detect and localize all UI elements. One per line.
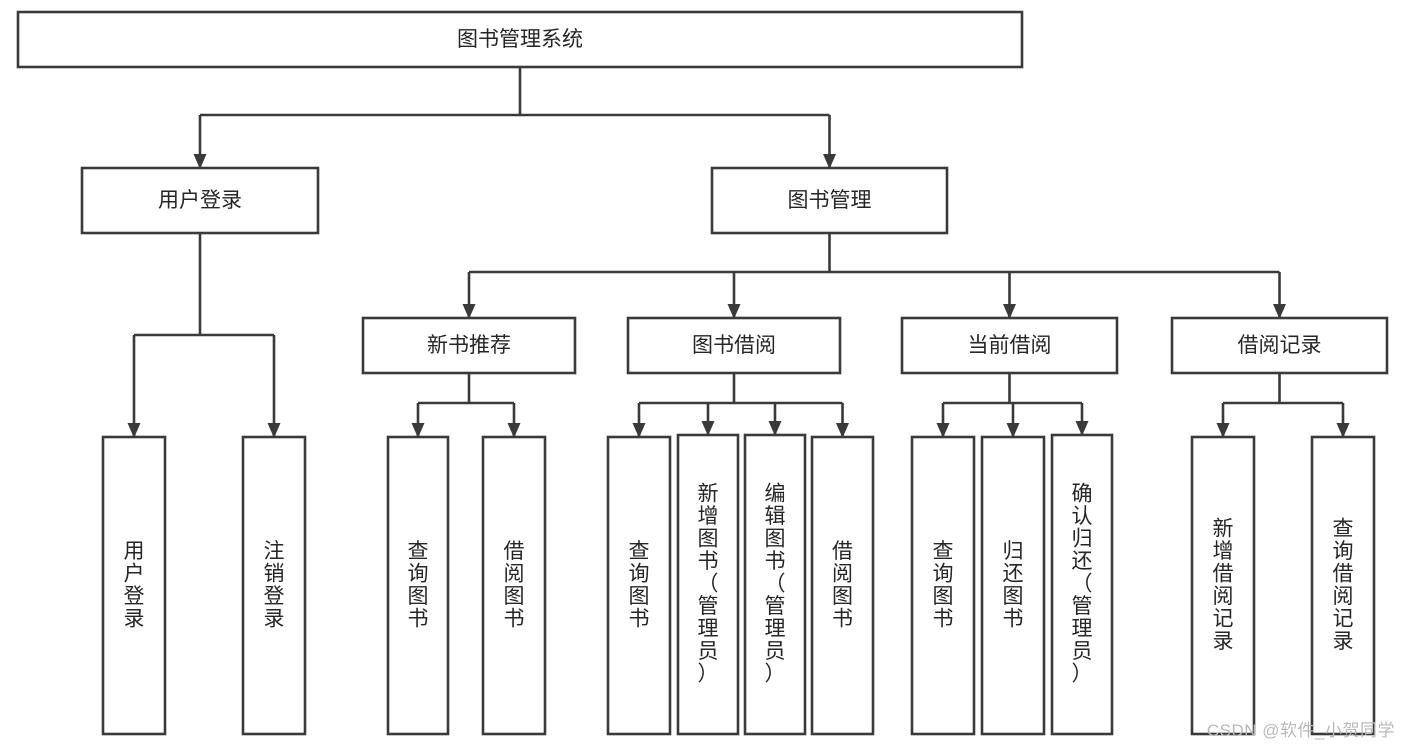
node-box-leaf-query-book-3[interactable]	[910, 435, 976, 736]
node-box-leaf-add-borrow-record[interactable]	[1190, 435, 1256, 736]
arrow-head-icon	[768, 421, 782, 436]
node-leaf-borrow-book-1[interactable]: 借阅图书	[481, 435, 547, 736]
node-leaf-query-borrow-record[interactable]: 查询借阅记录	[1310, 435, 1376, 736]
node-box-borrow-record[interactable]	[1170, 316, 1389, 375]
node-leaf-query-book-3[interactable]: 查询图书	[910, 435, 976, 736]
arrow-head-icon	[1273, 304, 1286, 319]
node-leaf-add-book[interactable]: 新增图书（管理员）	[676, 433, 740, 736]
node-label-leaf-query-book-1: 查询图书	[408, 539, 429, 630]
node-leaf-user-login[interactable]: 用户登录	[101, 435, 167, 736]
arrow-head-icon	[836, 423, 849, 438]
node-label-user-login: 用户登录	[158, 189, 242, 212]
node-label-leaf-add-book: 新增图书（管理员）	[698, 482, 719, 685]
node-borrow-record[interactable]: 借阅记录	[1170, 316, 1389, 375]
node-root[interactable]: 图书管理系统	[16, 10, 1024, 69]
node-leaf-confirm-return[interactable]: 确认归还（管理员）	[1050, 433, 1114, 736]
node-box-leaf-query-book-1[interactable]	[386, 435, 450, 736]
arrow-head-icon	[727, 304, 741, 319]
arrow-head-icon	[1075, 421, 1089, 436]
arrow-head-icon	[1336, 423, 1350, 438]
node-leaf-borrow-book-2[interactable]: 借阅图书	[810, 435, 875, 736]
node-box-leaf-query-borrow-record[interactable]	[1310, 435, 1376, 736]
node-label-leaf-return-book: 归还图书	[1003, 539, 1024, 630]
connector-layer	[127, 67, 1350, 438]
node-box-new-book-recommend[interactable]	[361, 316, 577, 375]
node-label-leaf-query-book-2: 查询图书	[629, 539, 650, 630]
node-label-leaf-add-borrow-record: 新增借阅记录	[1213, 517, 1234, 653]
node-book-borrow[interactable]: 图书借阅	[626, 316, 842, 375]
arrow-head-icon	[1216, 423, 1230, 438]
node-box-book-borrow[interactable]	[626, 316, 842, 375]
node-box-leaf-borrow-book-2[interactable]	[810, 435, 875, 736]
node-box-root[interactable]	[16, 10, 1024, 69]
node-label-leaf-borrow-book-2: 借阅图书	[832, 539, 853, 630]
node-box-leaf-logout[interactable]	[241, 435, 307, 736]
node-label-leaf-user-login: 用户登录	[124, 539, 145, 630]
node-box-current-borrow[interactable]	[900, 316, 1119, 375]
node-current-borrow[interactable]: 当前借阅	[900, 316, 1119, 375]
node-label-current-borrow: 当前借阅	[968, 334, 1052, 357]
node-box-leaf-add-book[interactable]	[676, 433, 740, 736]
node-leaf-add-borrow-record[interactable]: 新增借阅记录	[1190, 435, 1256, 736]
arrow-head-icon	[507, 423, 521, 438]
arrow-head-icon	[936, 423, 950, 438]
arrow-head-icon	[823, 154, 836, 169]
node-box-leaf-edit-book[interactable]	[743, 433, 807, 736]
node-label-book-borrow: 图书借阅	[692, 334, 776, 357]
node-label-leaf-borrow-book-1: 借阅图书	[504, 539, 525, 630]
node-leaf-edit-book[interactable]: 编辑图书（管理员）	[743, 433, 807, 736]
arrow-head-icon	[267, 423, 281, 438]
node-leaf-query-book-1[interactable]: 查询图书	[386, 435, 450, 736]
node-label-leaf-query-book-3: 查询图书	[933, 539, 954, 630]
node-label-borrow-record: 借阅记录	[1238, 334, 1322, 357]
node-leaf-query-book-2[interactable]: 查询图书	[606, 435, 672, 736]
node-box-user-login[interactable]	[80, 166, 320, 235]
arrow-head-icon	[462, 304, 476, 319]
arrow-head-icon	[701, 421, 715, 436]
node-new-book-recommend[interactable]: 新书推荐	[361, 316, 577, 375]
arrow-head-icon	[1006, 423, 1020, 438]
node-box-leaf-user-login[interactable]	[101, 435, 167, 736]
node-box-leaf-confirm-return[interactable]	[1050, 433, 1114, 736]
arrow-head-icon	[127, 423, 141, 438]
node-label-leaf-confirm-return: 确认归还（管理员）	[1072, 482, 1093, 685]
node-label-leaf-edit-book: 编辑图书（管理员）	[765, 482, 786, 685]
arrow-head-icon	[632, 423, 646, 438]
node-layer: 图书管理系统用户登录图书管理新书推荐图书借阅当前借阅借阅记录用户登录注销登录查询…	[16, 10, 1389, 736]
node-leaf-return-book[interactable]: 归还图书	[980, 435, 1046, 736]
node-label-book-manage: 图书管理	[788, 189, 872, 212]
node-box-book-manage[interactable]	[710, 166, 949, 235]
node-leaf-logout[interactable]: 注销登录	[241, 435, 307, 736]
node-label-new-book-recommend: 新书推荐	[427, 334, 511, 357]
node-box-leaf-borrow-book-1[interactable]	[481, 435, 547, 736]
node-book-manage[interactable]: 图书管理	[710, 166, 949, 235]
arrow-head-icon	[411, 423, 425, 438]
arrow-head-icon	[1003, 304, 1016, 319]
node-box-leaf-query-book-2[interactable]	[606, 435, 672, 736]
node-label-leaf-logout: 注销登录	[264, 539, 285, 630]
arrow-head-icon	[193, 154, 207, 169]
node-label-root: 图书管理系统	[457, 28, 583, 51]
node-user-login[interactable]: 用户登录	[80, 166, 320, 235]
node-box-leaf-return-book[interactable]	[980, 435, 1046, 736]
node-label-leaf-query-borrow-record: 查询借阅记录	[1333, 517, 1354, 653]
